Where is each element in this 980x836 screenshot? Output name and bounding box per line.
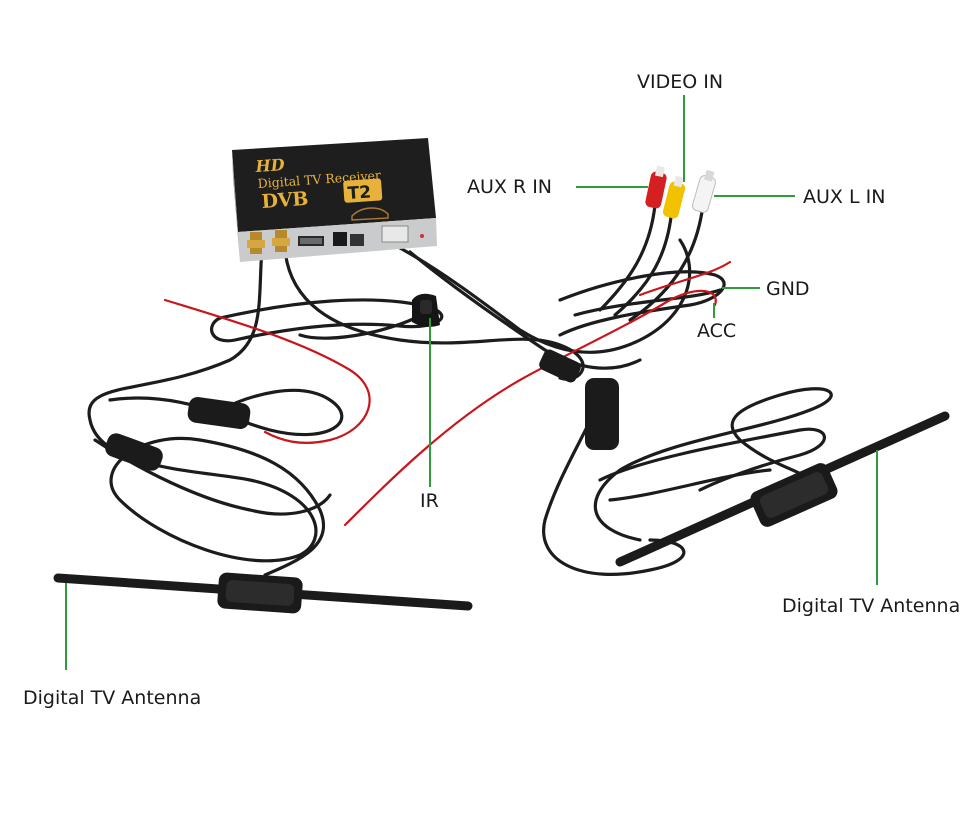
receiver-box: HD Digital TV Receiver DVB T2: [232, 138, 437, 262]
label-video-in: VIDEO IN: [637, 71, 723, 93]
front-ports: [247, 225, 424, 254]
antenna-right: [615, 411, 950, 567]
label-aux-l-in: AUX L IN: [803, 186, 885, 208]
label-ir: IR: [420, 490, 439, 512]
antenna-left: [53, 572, 473, 614]
device-badge: HD: [254, 155, 285, 176]
rca-connectors: [645, 165, 716, 219]
device-brand: DVB: [261, 188, 309, 213]
label-aux-r-in: AUX R IN: [467, 176, 552, 198]
label-gnd: GND: [766, 278, 810, 300]
labels: VIDEO IN AUX R IN AUX L IN GND ACC IR Di…: [23, 71, 960, 709]
car-logo-icon: [351, 207, 389, 221]
rca-white-plug: [692, 175, 716, 213]
label-acc: ACC: [697, 320, 736, 342]
cable-bundle: [87, 203, 833, 577]
device-model: T2: [347, 182, 372, 204]
label-antenna-left: Digital TV Antenna: [23, 687, 201, 709]
rca-red-plug: [645, 171, 667, 209]
device-model-plate: [343, 178, 383, 203]
rca-yellow-plug: [662, 181, 686, 219]
leader-lines: [65, 95, 878, 670]
cable-filters: [105, 349, 619, 471]
ir-receiver: [412, 293, 440, 327]
label-antenna-right: Digital TV Antenna: [782, 595, 960, 617]
